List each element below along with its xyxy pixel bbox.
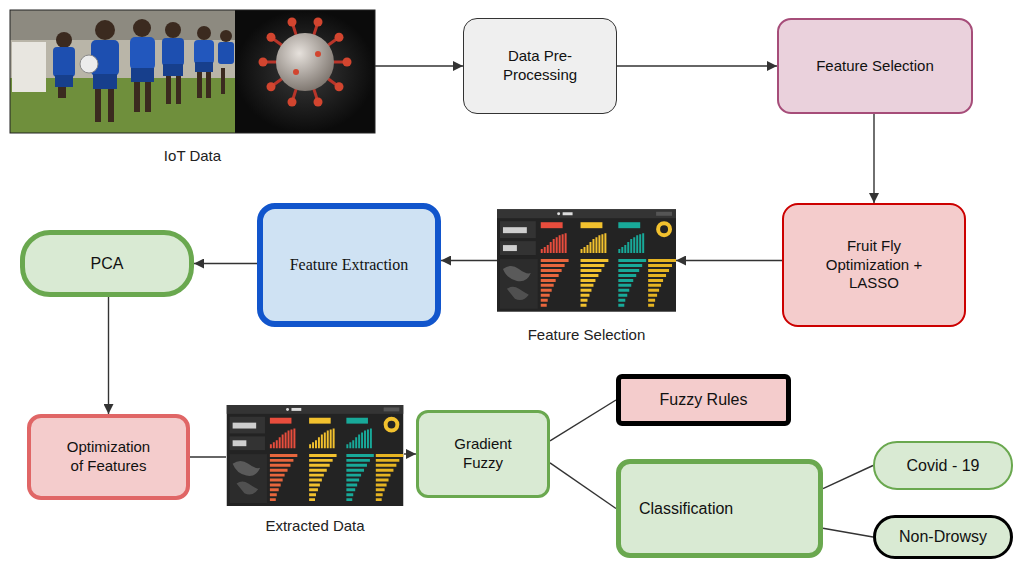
connector <box>190 456 226 457</box>
player <box>221 68 225 94</box>
connector <box>823 466 873 489</box>
box-label: Optimization of Features <box>61 438 157 476</box>
connector <box>375 65 463 66</box>
player <box>130 19 155 112</box>
result-box: Covid - 19 <box>873 441 1013 490</box>
virus-spike-heads <box>335 82 344 91</box>
player <box>206 70 211 98</box>
dashboard-picture <box>227 405 404 506</box>
virus-spike-heads <box>288 18 297 27</box>
virus-spike-heads <box>293 69 299 75</box>
photo-frame <box>10 10 375 133</box>
player <box>194 40 214 64</box>
process-box: Feature Extraction <box>257 203 441 327</box>
iot-photo <box>10 10 235 40</box>
box-label: Fruit Fly Optimization + LASSO <box>812 237 937 293</box>
box-label: Covid - 19 <box>907 456 980 476</box>
player <box>218 42 234 64</box>
iot-photo <box>12 42 46 92</box>
virus-spike-heads <box>314 18 323 27</box>
player <box>134 80 140 112</box>
box-label: Non-Drowsy <box>899 527 987 547</box>
virus-spike-heads <box>314 98 323 107</box>
connector <box>550 400 616 441</box>
dashboard-picture <box>497 209 676 311</box>
virus-spike-heads <box>315 51 321 57</box>
box-label: Feature Extraction <box>290 255 409 275</box>
iot-photo <box>10 10 235 133</box>
process-box: Classification <box>616 459 823 558</box>
player <box>80 20 119 122</box>
virus-spike-heads <box>259 18 352 107</box>
connector <box>550 463 616 509</box>
process-box: Gradient Fuzzy <box>416 410 550 498</box>
player <box>162 22 184 104</box>
player <box>55 75 73 87</box>
player <box>166 74 171 104</box>
connector <box>873 114 874 203</box>
result-box: Non-Drowsy <box>873 515 1013 559</box>
virus-picture <box>235 10 375 133</box>
connector <box>676 260 782 261</box>
picture-node: IoT Data <box>10 10 375 133</box>
player <box>95 88 101 122</box>
player <box>197 70 202 98</box>
connector <box>108 297 109 414</box>
player <box>195 62 213 72</box>
player <box>131 68 154 82</box>
virus-spike-heads <box>288 98 297 107</box>
player <box>56 32 72 48</box>
virus-spike-heads <box>343 58 352 67</box>
connector <box>617 65 777 66</box>
player <box>218 30 234 94</box>
picture-caption: Feature Selection <box>528 326 646 344</box>
player <box>194 26 214 98</box>
player <box>95 20 115 40</box>
process-box: Optimization of Features <box>27 414 190 500</box>
virus-picture <box>235 10 375 133</box>
player <box>130 37 155 70</box>
virus-spike-heads <box>267 82 276 91</box>
process-box: Data Pre-Processing <box>463 18 617 114</box>
picture-caption: IoT Data <box>164 147 221 165</box>
player <box>133 19 151 37</box>
process-box: Feature Selection <box>777 18 973 114</box>
connector <box>404 453 416 454</box>
player <box>53 47 75 77</box>
box-label: Feature Selection <box>816 57 934 76</box>
player <box>108 88 114 122</box>
player <box>163 64 183 76</box>
box-label: Classification <box>639 499 733 519</box>
player <box>145 80 151 112</box>
connector <box>823 528 873 537</box>
iot-photo <box>10 10 235 133</box>
player <box>93 74 117 89</box>
picture-node: Feature Selection <box>497 209 676 312</box>
player <box>53 32 75 98</box>
box-label: Gradient Fuzzy <box>446 435 521 473</box>
player <box>165 22 181 38</box>
box-label: PCA <box>91 254 124 274</box>
box-label: Fuzzy Rules <box>659 390 747 410</box>
process-box: PCA <box>20 230 194 297</box>
virus-spike-heads <box>335 33 344 42</box>
box-label: Data Pre-Processing <box>483 47 598 85</box>
player <box>220 30 232 42</box>
picture-caption: Extracted Data <box>265 517 364 535</box>
player <box>162 38 184 66</box>
virus-picture <box>276 33 334 91</box>
connector <box>194 263 257 264</box>
player <box>197 26 211 40</box>
connector <box>441 260 497 261</box>
picture-node: Extracted Data <box>226 405 404 506</box>
output-box: Fuzzy Rules <box>616 374 791 426</box>
virus-spike-heads <box>267 33 276 42</box>
virus-spike-heads <box>259 58 268 67</box>
player <box>80 55 98 73</box>
virus-spikes <box>263 22 347 102</box>
process-box: Fruit Fly Optimization + LASSO <box>782 203 966 327</box>
player <box>176 74 181 104</box>
